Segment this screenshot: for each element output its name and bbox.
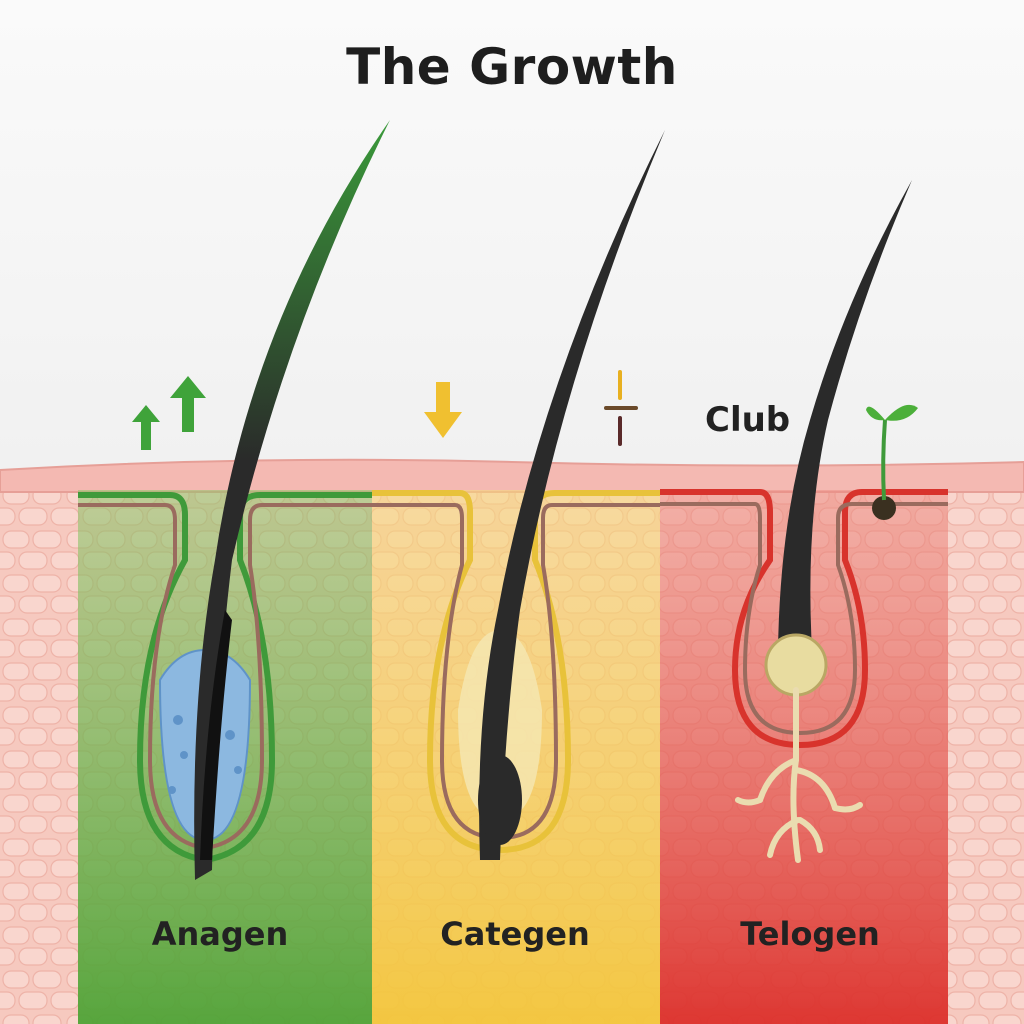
anagen-hair (194, 120, 390, 880)
categen-bulb (478, 755, 522, 845)
up-arrows-icon (132, 376, 206, 450)
club-label: Club (705, 400, 791, 440)
telogen-hair (778, 180, 912, 650)
telogen-follicle (660, 489, 948, 749)
club-bulb (764, 633, 828, 697)
anagen-hair-shadow (200, 610, 232, 860)
categen-label: Categen (440, 915, 590, 953)
diagram-title: The Growth (346, 38, 678, 96)
pause-bar-icon (604, 370, 638, 446)
telogen-label: Telogen (740, 915, 880, 953)
down-arrow-icon (424, 382, 462, 438)
roots-icon (735, 687, 863, 863)
sprout-icon (866, 404, 918, 520)
skin-surface (0, 458, 1024, 493)
anagen-label: Anagen (151, 915, 289, 953)
